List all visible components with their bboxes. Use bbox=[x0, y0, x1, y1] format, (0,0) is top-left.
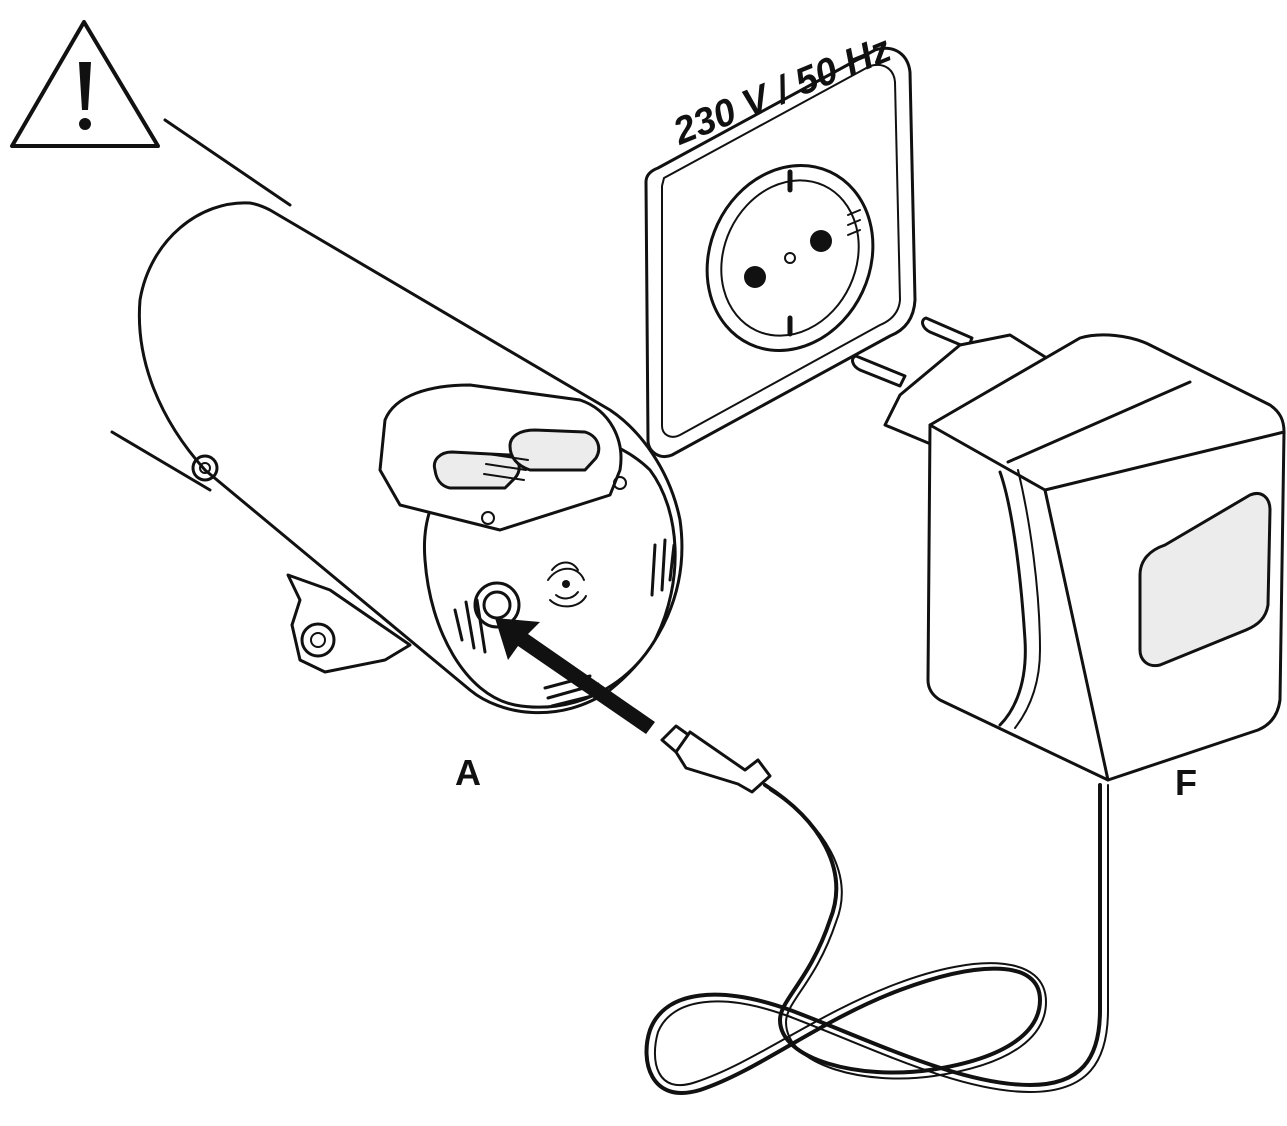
adapter-label-f: F bbox=[1175, 762, 1197, 803]
device-a bbox=[137, 201, 684, 715]
arrow-icon bbox=[495, 618, 655, 734]
power-adapter-f bbox=[851, 316, 1286, 782]
wall-socket bbox=[644, 47, 917, 458]
power-cable bbox=[644, 783, 1109, 1095]
tube bbox=[110, 118, 292, 492]
device-label-a: A bbox=[455, 752, 481, 793]
warning-triangle-icon bbox=[10, 20, 160, 148]
dc-plug bbox=[660, 724, 772, 794]
mounting-bracket bbox=[286, 573, 412, 674]
